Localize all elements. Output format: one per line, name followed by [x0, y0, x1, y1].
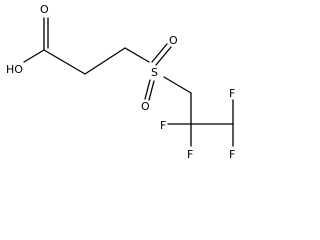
fluorine-c2-bottom-label: F [187, 148, 193, 161]
sulfonyl-oxygen-top-label: O [169, 34, 178, 47]
fluorine-c2-left-label: F [160, 119, 166, 132]
sulfonyl-oxygen-bottom-label: O [141, 100, 150, 113]
hydroxyl-label: HO [6, 63, 23, 76]
bond-s-o-bottom-a [144, 79, 151, 100]
carbonyl-oxygen-label: O [40, 3, 49, 16]
chemical-structure: HO O S O O F F F F [6, 3, 235, 161]
bond-c3-s [124, 47, 150, 63]
bond-ho-c1 [23, 49, 45, 63]
bond-s-c4 [163, 76, 192, 94]
bond-c1-c2 [43, 49, 86, 75]
sulfur-label: S [151, 66, 158, 79]
bond-s-o-top-a [151, 43, 168, 63]
bond-c2-c3 [84, 47, 126, 75]
fluorine-c3-bottom-label: F [229, 148, 235, 161]
bond-s-o-bottom-b [148, 80, 155, 101]
bond-s-o-top-b [155, 46, 172, 66]
fluorine-c3-top-label: F [229, 87, 235, 100]
